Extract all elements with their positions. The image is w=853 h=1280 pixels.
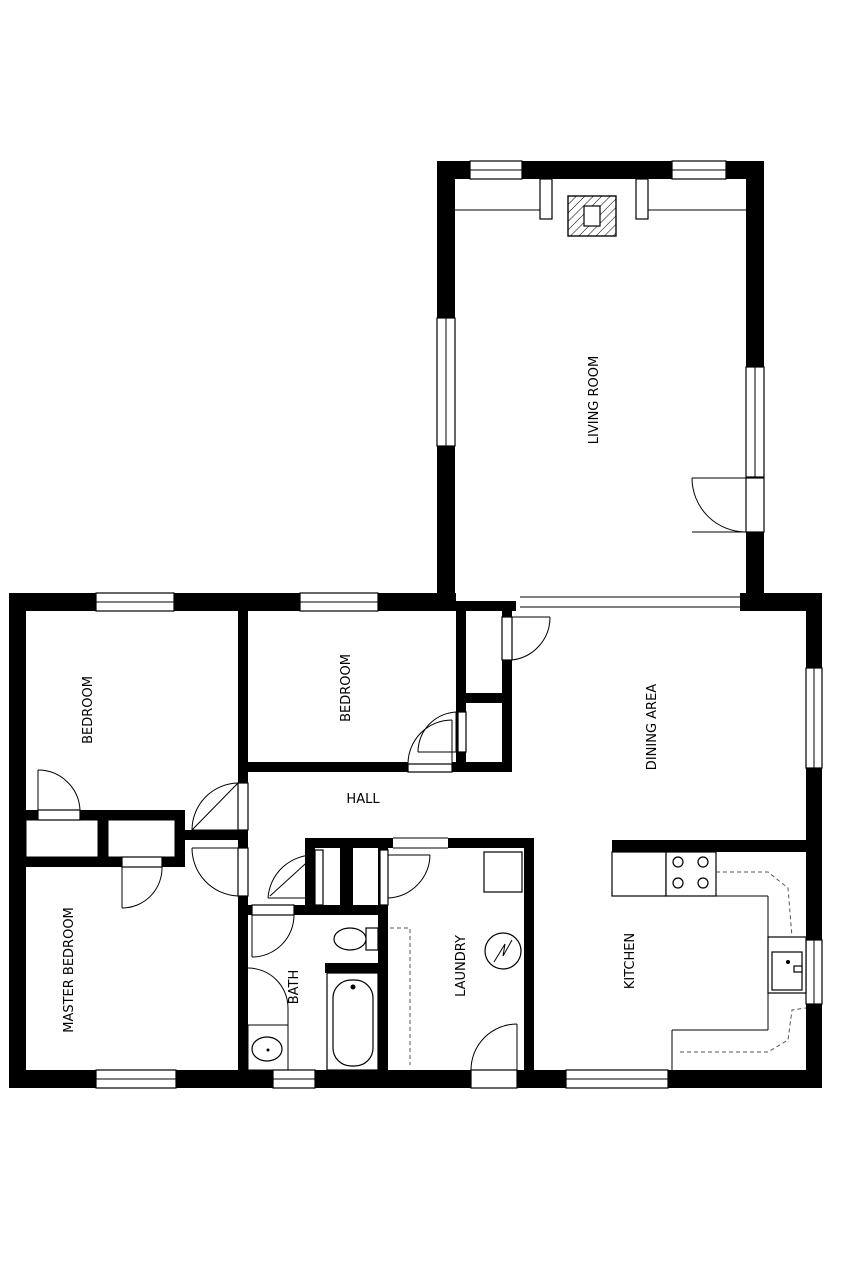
- toilet: [333, 927, 379, 951]
- room-label-bedroom-left: BEDROOM: [81, 676, 96, 744]
- fireplace: [567, 195, 617, 237]
- doors: [37, 477, 765, 1089]
- room-labels: LIVING ROOM BEDROOM BEDROOM DINING AREA …: [62, 356, 660, 1033]
- room-label-dining-area: DINING AREA: [645, 684, 660, 770]
- bathtub: [326, 972, 379, 1071]
- water-heater: [484, 932, 522, 970]
- room-label-bedroom-right: BEDROOM: [339, 654, 354, 722]
- stove: [665, 851, 717, 897]
- room-label-bath: BATH: [287, 970, 302, 1005]
- fixtures: [25, 178, 807, 1071]
- room-label-hall: HALL: [346, 792, 380, 807]
- windows: [95, 160, 823, 1089]
- interior-walls: [9, 593, 812, 1088]
- room-label-laundry: LAUNDRY: [454, 935, 469, 997]
- exterior-walls: [9, 161, 822, 1088]
- kitchen-sink: [767, 936, 807, 994]
- sink: [247, 1024, 289, 1071]
- room-label-master-bedroom: MASTER BEDROOM: [62, 907, 77, 1033]
- room-label-living-room: LIVING ROOM: [587, 356, 602, 444]
- room-label-kitchen: KITCHEN: [623, 933, 638, 989]
